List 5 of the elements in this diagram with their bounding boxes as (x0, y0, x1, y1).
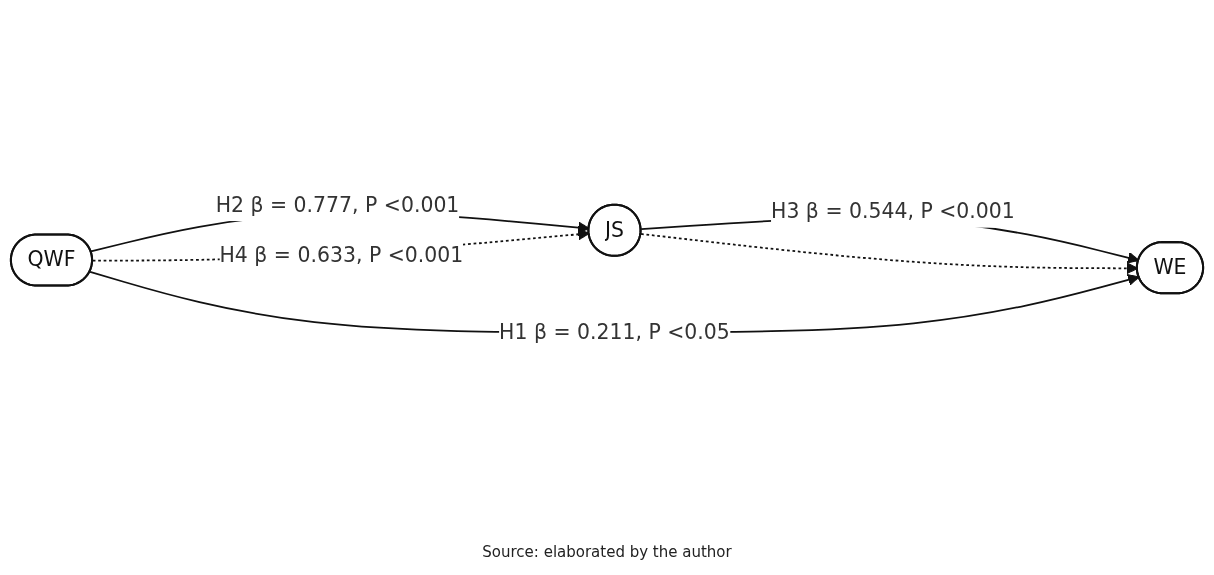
edge-label: H4 β = 0.633, P <0.001 (219, 243, 464, 268)
caption: Source: elaborated by the author (482, 542, 732, 563)
edge-label: H3 β = 0.544, P <0.001 (771, 198, 1015, 224)
edge-label: H1 β = 0.211, P <0.05 (499, 319, 730, 344)
edge-label: H2 β = 0.777, P <0.001 (215, 192, 460, 217)
